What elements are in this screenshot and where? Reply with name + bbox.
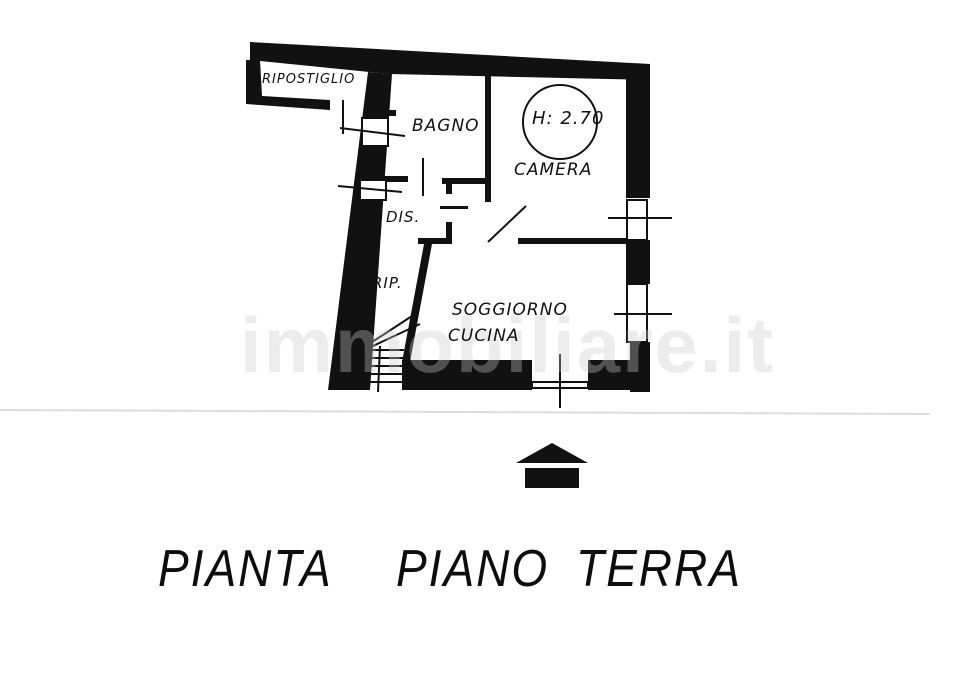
room-label-bagno: BAGNO (412, 116, 480, 136)
room-label-camera: CAMERA (514, 160, 593, 180)
room-label-ripostiglio: RIPOSTIGLIO (262, 72, 356, 87)
height-marker-label: H: 2.70 (532, 108, 605, 129)
room-label-soggiorno: SOGGIORNO (452, 300, 568, 320)
room-label-cucina: CUCINA (448, 326, 520, 346)
title-word-pianta: PIANTA (158, 539, 333, 598)
entrance-arrow-icon (516, 443, 588, 488)
title-word-piano: PIANO (396, 539, 550, 598)
title-word-terra: TERRA (576, 539, 742, 598)
openings (337, 100, 672, 408)
height-marker-circle (522, 84, 598, 160)
ground-line (0, 409, 931, 415)
room-label-disimpegno: DIS. (386, 208, 421, 226)
walls (246, 42, 650, 392)
room-label-rip: RIP. (372, 274, 403, 292)
